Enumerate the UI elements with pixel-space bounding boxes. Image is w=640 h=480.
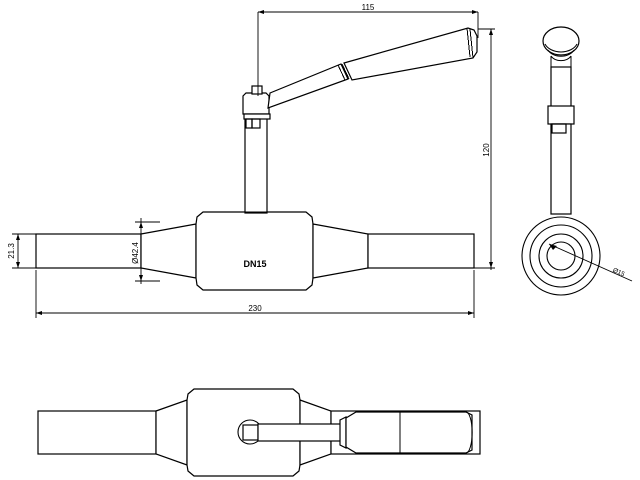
dimension-body-od: Ø42.4 [131,218,160,284]
stem-packing-nut [242,92,271,120]
side-view-stem-lower [547,105,575,215]
lever-grip [343,27,478,81]
right-pipe-nipple [367,233,475,269]
left-taper [140,223,197,279]
left-pipe-nipple [35,233,142,269]
dimension-pipe-od: 21.3 [7,233,40,269]
top-view-lever-grip [345,411,473,454]
side-view-handle-head [542,26,580,67]
dimension-overall-height: 120 [474,28,495,270]
top-view-grip-endcap [465,411,473,454]
dimension-label-115: 115 [362,3,375,12]
top-view-group [37,388,481,477]
valve-body-marking: DN15 [243,259,266,269]
top-view-lever-shaft [257,423,345,442]
dimension-handle-reach: 115 [257,3,479,96]
side-view-detail-block [551,123,567,134]
stem-top-pin [251,85,263,95]
top-view-lever-collar [339,416,347,449]
top-view-left-pipe [37,410,157,455]
bore-dimension-leader: Ø15 [548,243,633,282]
dimension-label-42-4: Ø42.4 [131,242,140,264]
front-view-group [35,27,478,291]
right-taper [312,223,369,279]
dimension-label-230: 230 [248,304,262,313]
top-view-left-taper [155,399,188,466]
side-view-group: Ø15 [521,26,633,296]
collar-detail-notches [245,118,261,129]
valve-body [195,211,314,291]
side-view-end-circles [521,216,601,296]
lever-arm [267,63,349,109]
dimension-label-bore: Ø15 [612,267,626,279]
lever-grip-endcap [466,27,471,58]
dimension-overall-length: 230 [35,270,475,318]
dimension-label-21-3: 21.3 [7,243,16,259]
valve-stem [244,117,268,214]
dimension-label-120: 120 [482,143,491,157]
